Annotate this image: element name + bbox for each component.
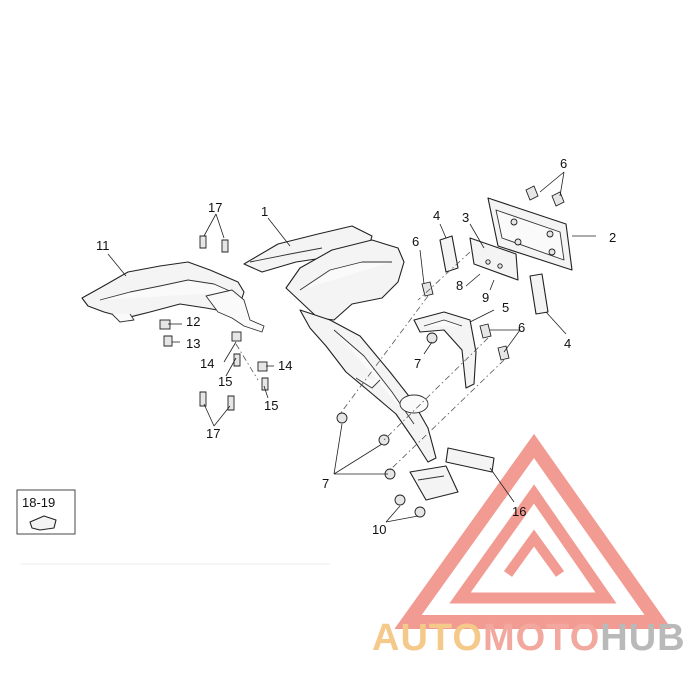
watermark-hub: HUB xyxy=(600,617,685,659)
callout-12: 12 xyxy=(186,314,200,329)
watermark-logo xyxy=(394,433,672,629)
callout-labels: 1 2 3 4 4 5 6 6 6 7 7 8 9 10 11 12 13 14… xyxy=(96,156,616,537)
part-1-plate-holder-frame xyxy=(243,225,459,501)
callout-17-bottom: 17 xyxy=(206,426,220,441)
watermark-text: AUTOMOTOHUB xyxy=(372,617,686,659)
callout-6-right: 6 xyxy=(518,320,525,335)
callout-1: 1 xyxy=(261,204,268,219)
watermark-inner-g-mark xyxy=(503,529,565,577)
callout-15-right: 15 xyxy=(264,398,278,413)
callout-15-left: 15 xyxy=(218,374,232,389)
watermark-inner-triangle xyxy=(449,484,617,604)
assembly-lines xyxy=(235,251,505,471)
callout-4-top: 4 xyxy=(433,208,440,223)
part-5-support-bracket xyxy=(413,311,477,389)
callout-11: 11 xyxy=(96,238,110,253)
callout-7-lower: 7 xyxy=(322,476,329,491)
watermark-moto: MOTO xyxy=(483,617,600,659)
kit-box-label: 18-19 xyxy=(22,495,55,510)
callout-8: 8 xyxy=(456,278,463,293)
part-11-rear-tray xyxy=(81,261,265,333)
kit-box-18-19: 18-19 xyxy=(16,489,330,565)
callout-16: 16 xyxy=(512,504,526,519)
callout-4-right: 4 xyxy=(564,336,571,351)
callout-13: 13 xyxy=(186,336,200,351)
kit-part-icon xyxy=(29,515,57,531)
callout-6-left: 6 xyxy=(412,234,419,249)
watermark-auto: AUTO xyxy=(372,617,483,659)
callout-7-upper: 7 xyxy=(414,356,421,371)
part-4-reflectors xyxy=(439,235,549,315)
watermark-outer-triangle xyxy=(394,433,672,629)
part-3-plate xyxy=(469,237,519,281)
callout-10: 10 xyxy=(372,522,386,537)
callout-9: 9 xyxy=(482,290,489,305)
callout-6-top: 6 xyxy=(560,156,567,171)
callout-14-left: 14 xyxy=(200,356,214,371)
leader-lines xyxy=(107,171,596,523)
part-16-reflector-pad xyxy=(445,447,495,473)
fasteners xyxy=(159,185,565,518)
callout-2: 2 xyxy=(609,230,616,245)
svg-text:AUTOMOTOHUB: AUTOMOTOHUB xyxy=(372,617,686,659)
callout-5: 5 xyxy=(502,300,509,315)
callout-3: 3 xyxy=(462,210,469,225)
callout-14-right: 14 xyxy=(278,358,292,373)
callout-17-top: 17 xyxy=(208,200,222,215)
part-2-plate-bracket xyxy=(487,197,573,271)
